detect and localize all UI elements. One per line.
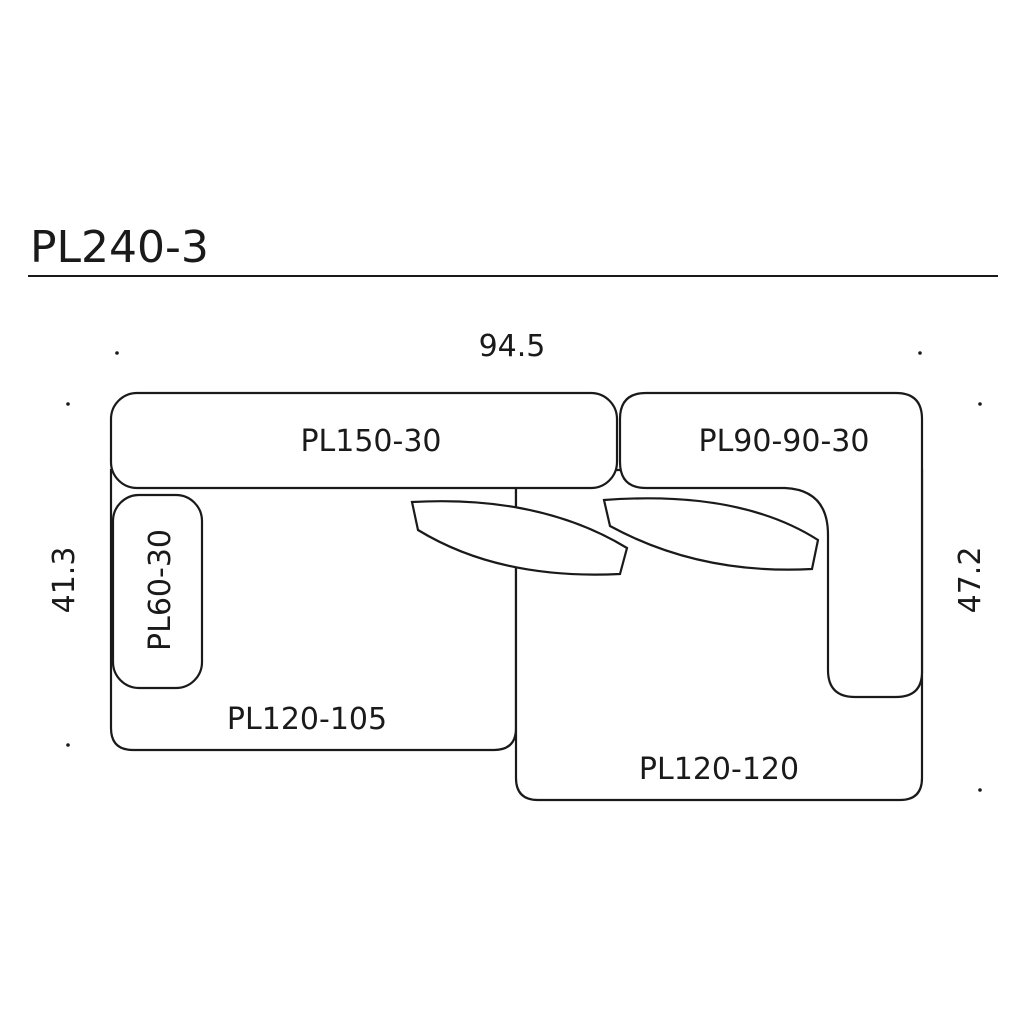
module-arm-left (111, 493, 204, 690)
dimension-marker (918, 351, 922, 355)
module-back-corner (618, 391, 924, 699)
module-label-seat-right: PL120-120 (639, 752, 799, 787)
dimension-marker (978, 788, 982, 792)
module-label-back-left: PL150-30 (300, 424, 441, 459)
module-label-back-corner: PL90-90-30 (699, 424, 870, 459)
left-depth-dimension: 41.3 (47, 547, 82, 614)
dimension-marker (115, 351, 119, 355)
right-depth-dimension: 47.2 (953, 547, 988, 614)
dimension-marker (66, 743, 70, 747)
dimension-marker (978, 402, 982, 406)
width-dimension: 94.5 (479, 329, 546, 364)
module-label-arm-left: PL60-30 (143, 529, 178, 651)
diagram-title: PL240-3 (30, 222, 209, 273)
throw-cushion (602, 497, 820, 571)
module-label-seat-left: PL120-105 (227, 702, 387, 737)
throw-cushion (410, 500, 629, 576)
dimension-marker (66, 402, 70, 406)
module-back-left (109, 391, 619, 490)
